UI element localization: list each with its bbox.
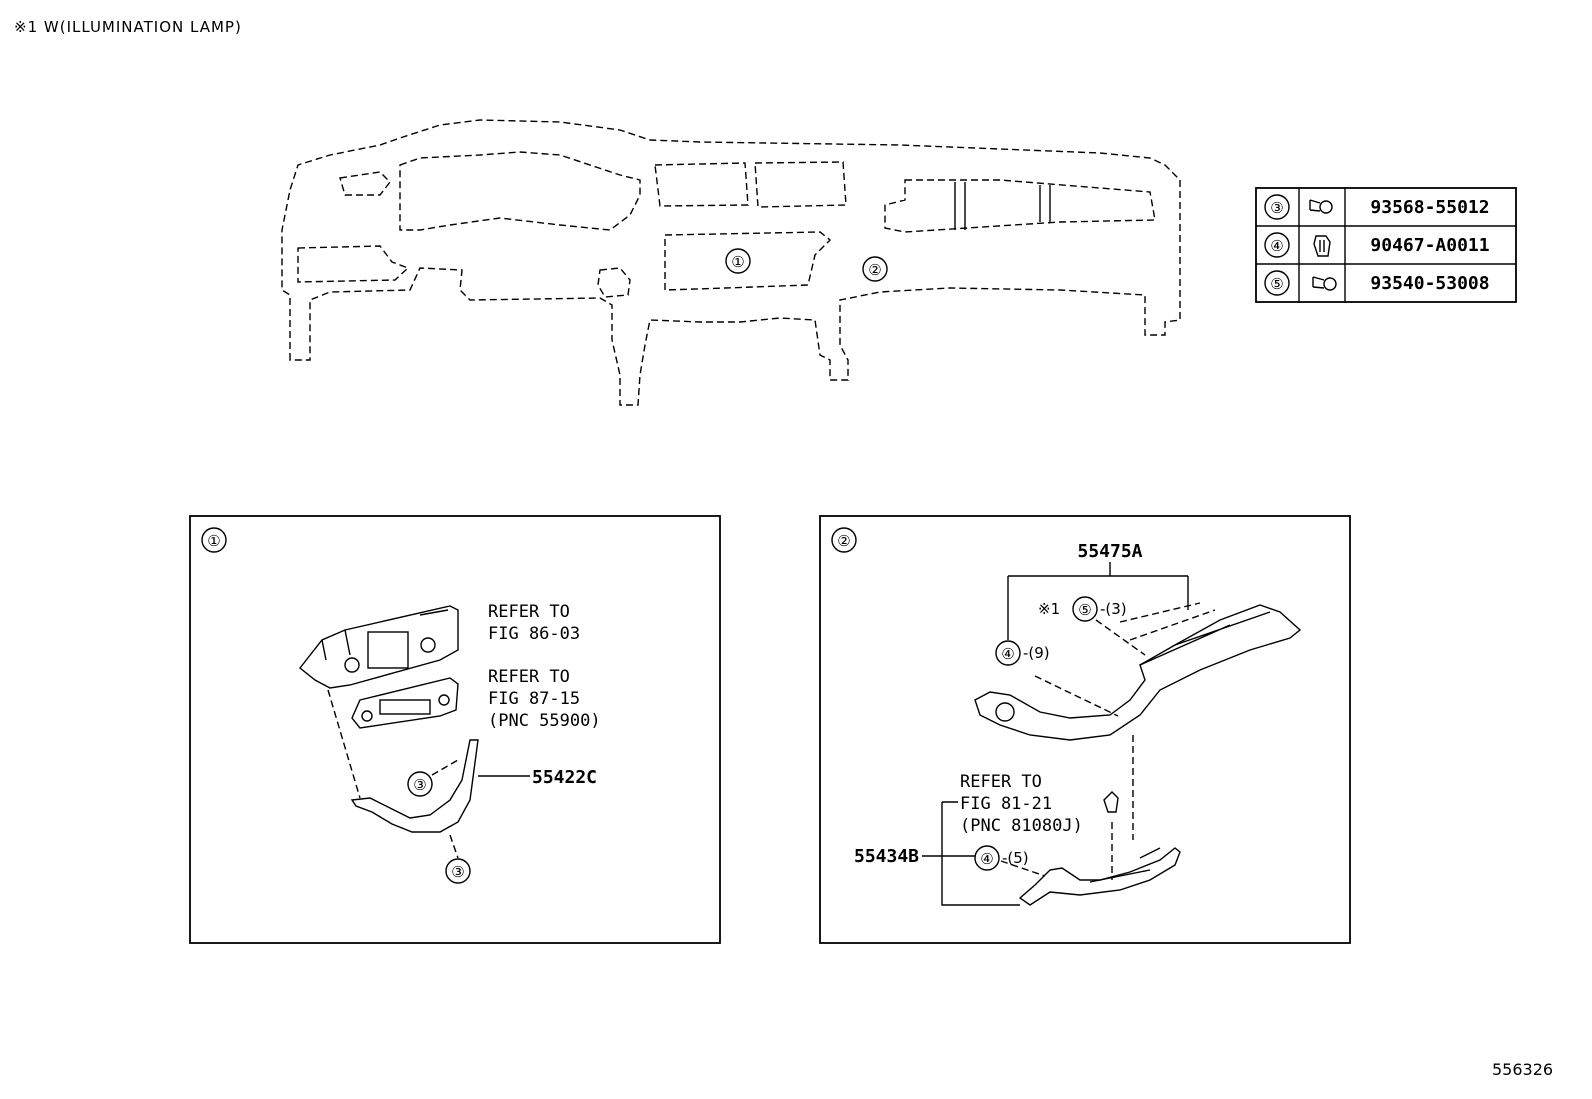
refer-pnc: (PNC 55900) bbox=[488, 711, 601, 731]
table-row-ref: ⑤ bbox=[1270, 275, 1283, 293]
figure-number: 556326 bbox=[1492, 1060, 1554, 1079]
overview-callout-1 bbox=[725, 248, 751, 274]
refer-text: REFER TO bbox=[960, 772, 1042, 792]
table-row-part-no: 93540-53008 bbox=[1370, 273, 1489, 294]
refer-fig: FIG 81-21 bbox=[960, 794, 1052, 814]
illumination-note-mark: ※1 bbox=[1038, 600, 1060, 618]
screw-icon bbox=[1312, 276, 1337, 291]
qty-4a: -(9) bbox=[1023, 644, 1050, 662]
illumination-lamp-note: ※1 W(ILLUMINATION LAMP) bbox=[14, 18, 242, 36]
refer-pnc: (PNC 81080J) bbox=[960, 816, 1083, 836]
panel-2-callout-4b: ④ bbox=[980, 850, 993, 868]
table-row-part-no: 93568-55012 bbox=[1370, 197, 1489, 218]
qty-4b: -(5) bbox=[1002, 849, 1029, 867]
detail-panel-1: ① ③ ③ REFER TO FI bbox=[189, 515, 721, 944]
instrument-panel-lower-drawing bbox=[974, 604, 1302, 741]
panel-2-callout-4a: ④ bbox=[1001, 645, 1014, 663]
part-number-55434b: 55434B bbox=[854, 846, 919, 867]
refer-fig: FIG 86-03 bbox=[488, 624, 580, 644]
parts-table: ③ 93568-55012 ④ 90467-A0011 ⑤ 93540-5300… bbox=[1255, 187, 1517, 303]
detail-panel-2: ② 55475A ※1 ⑤ -(3) ④ -(9) REFER TO FIG 8… bbox=[819, 515, 1351, 944]
table-row-ref: ④ bbox=[1270, 237, 1283, 255]
table-row-part-no: 90467-A0011 bbox=[1370, 235, 1489, 256]
climate-control-drawing bbox=[351, 677, 459, 729]
svg-text:②: ② bbox=[868, 261, 881, 279]
refer-text: REFER TO bbox=[488, 667, 570, 687]
part-number-55475a: 55475A bbox=[1077, 541, 1142, 562]
screw-icon bbox=[1309, 199, 1333, 214]
panel-2-callout-5: ⑤ bbox=[1078, 601, 1091, 619]
clip-icon bbox=[1313, 235, 1331, 257]
refer-fig: FIG 87-15 bbox=[488, 689, 580, 709]
svg-text:①: ① bbox=[731, 253, 744, 271]
dashboard-overview: ① ② bbox=[281, 119, 1181, 406]
refer-text: REFER TO bbox=[488, 602, 570, 622]
panel-1-callout-a: ③ bbox=[413, 776, 426, 794]
panel-2-label: ② bbox=[837, 532, 850, 550]
panel-1-callout-b: ③ bbox=[451, 863, 464, 881]
audio-unit-drawing bbox=[299, 605, 459, 689]
panel-1-label: ① bbox=[207, 532, 220, 550]
lower-cover-drawing bbox=[1018, 847, 1181, 906]
qty-5: -(3) bbox=[1100, 600, 1127, 618]
part-number-55422c: 55422C bbox=[532, 767, 597, 788]
table-row-ref: ③ bbox=[1270, 199, 1283, 217]
bezel-drawing bbox=[350, 739, 479, 833]
overview-callout-2 bbox=[862, 256, 888, 282]
